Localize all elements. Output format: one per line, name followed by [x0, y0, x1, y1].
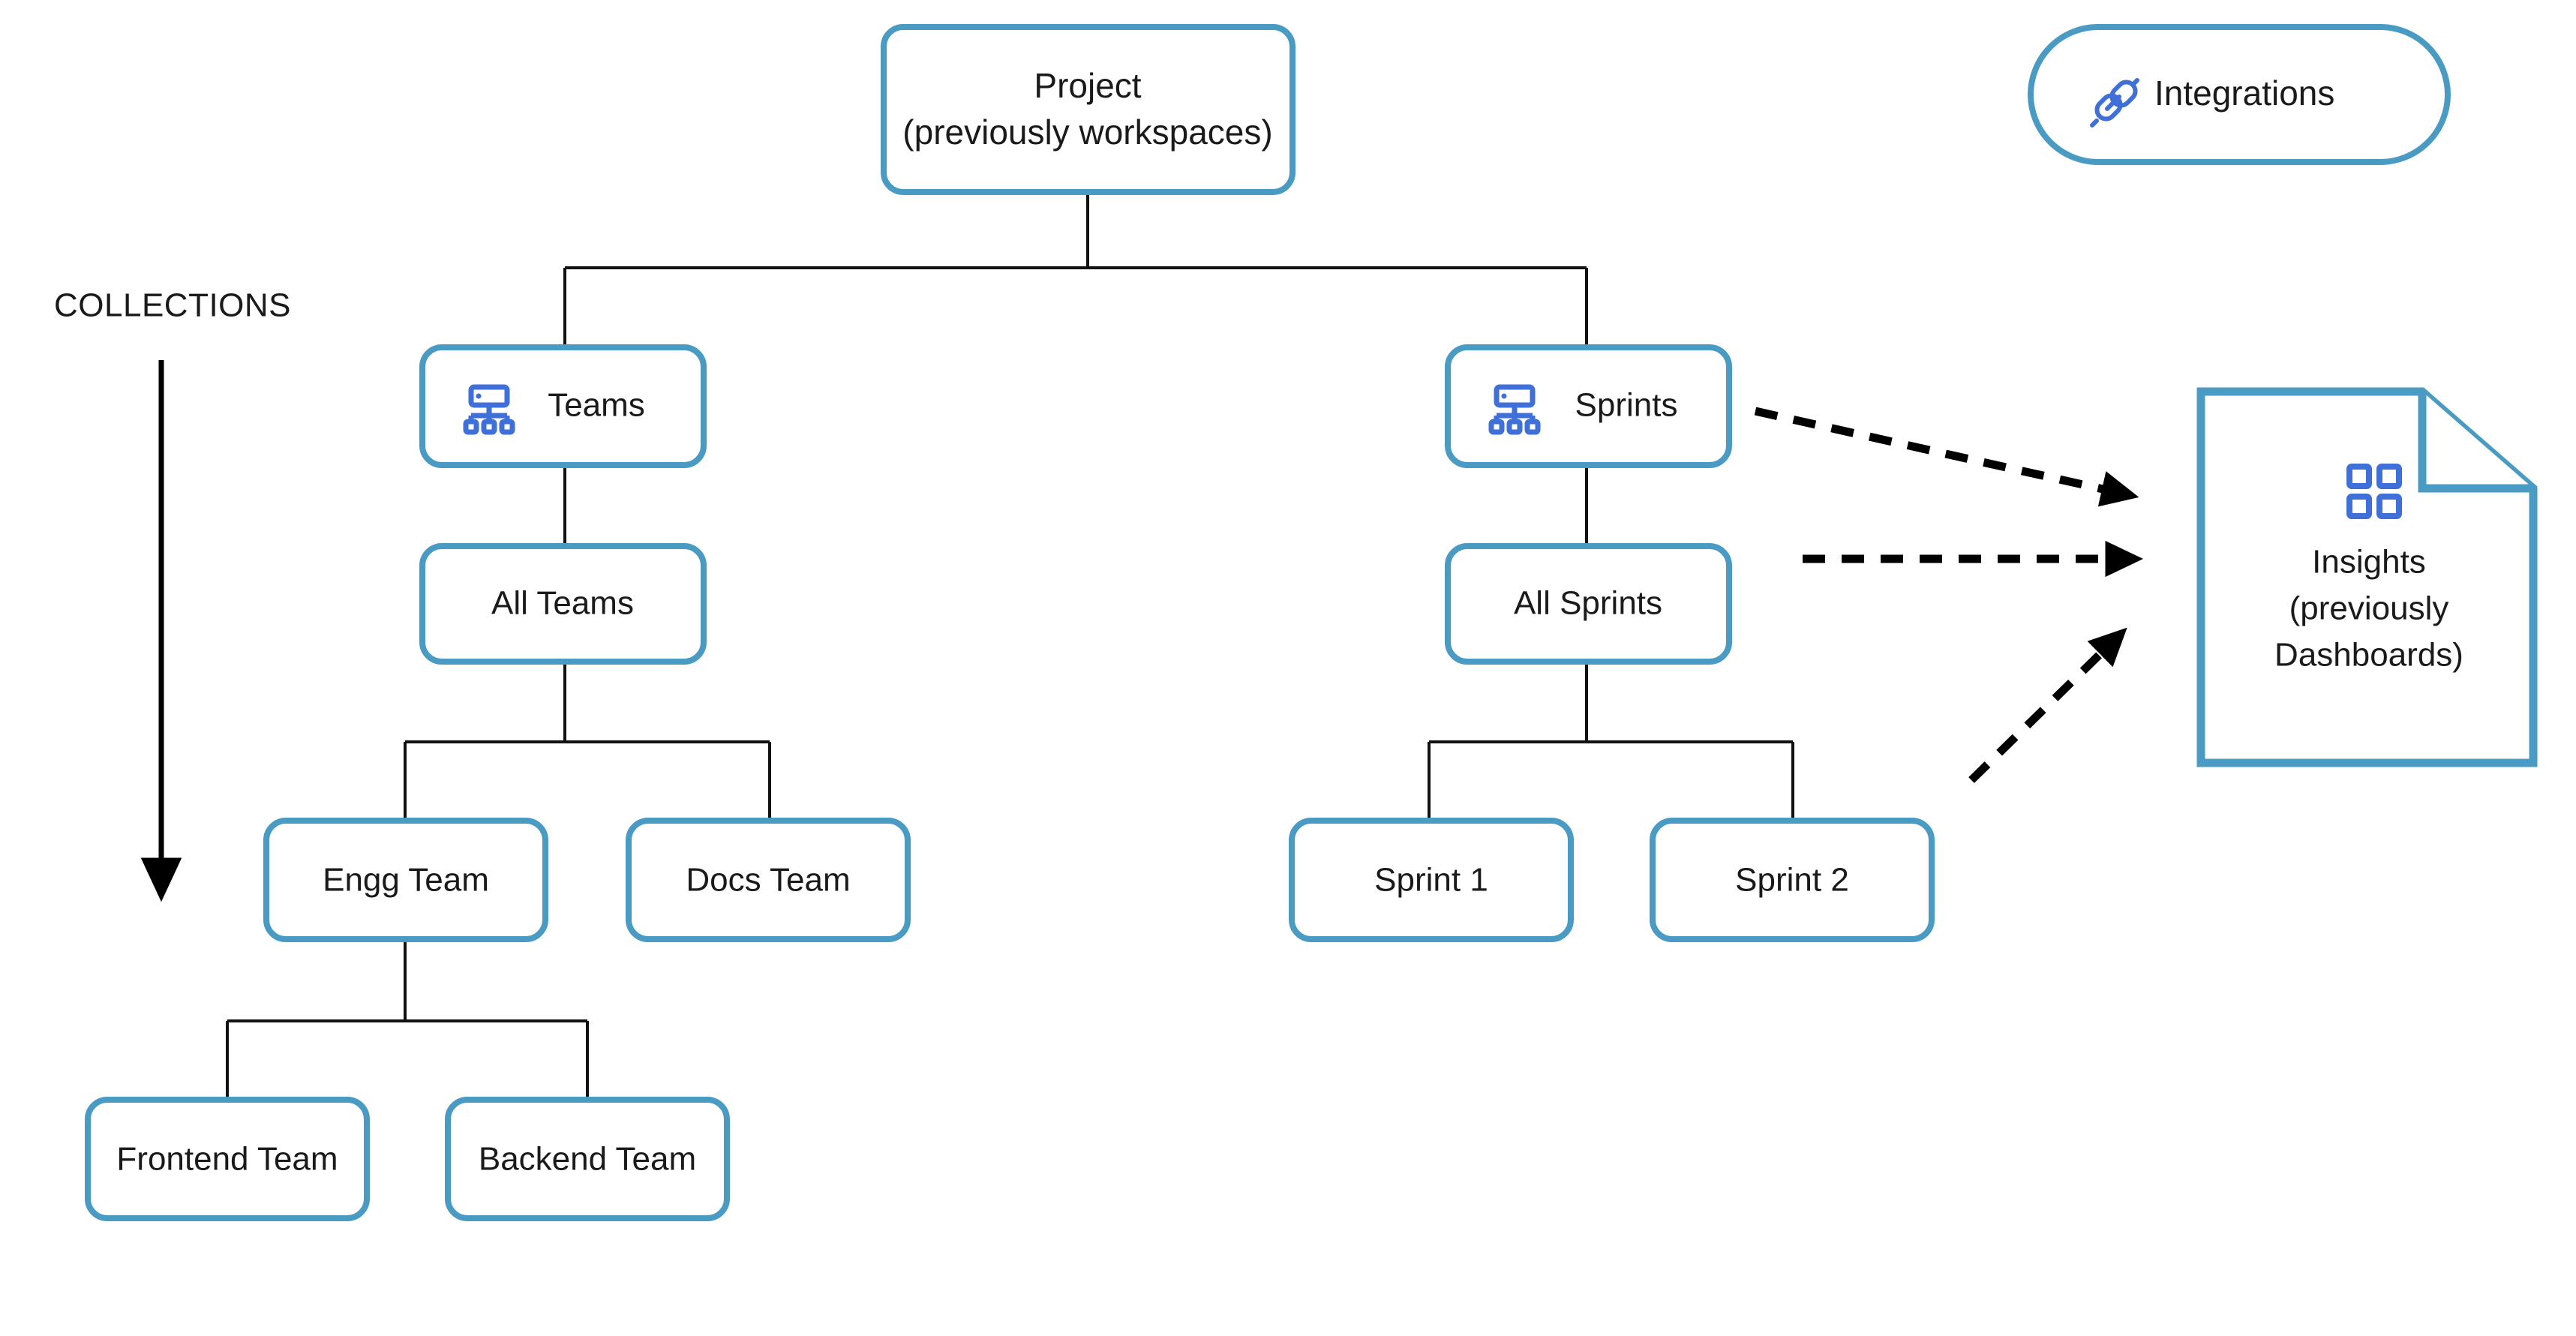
node-frontend-team-label: Frontend Team: [116, 1141, 338, 1178]
node-frontend-team[interactable]: Frontend Team: [85, 1097, 370, 1221]
node-all-teams-label: All Teams: [491, 585, 634, 622]
node-project-line1: Project: [1034, 66, 1141, 105]
insights-arrows: [1754, 407, 2144, 783]
node-docs-team[interactable]: Docs Team: [626, 818, 911, 942]
node-backend-team-box[interactable]: [445, 1097, 730, 1221]
node-insights[interactable]: Insights (previously Dashboards): [2196, 387, 2538, 767]
node-teams[interactable]: Teams: [419, 344, 707, 468]
node-engg-team-box[interactable]: [263, 818, 548, 942]
collections-label: COLLECTIONS: [54, 287, 291, 324]
node-all-teams-box[interactable]: [419, 543, 707, 665]
dashboard-grid-icon: [2346, 464, 2402, 519]
node-sprint-1-label: Sprint 1: [1374, 862, 1488, 899]
node-insights-line1: Insights: [2312, 544, 2426, 581]
node-insights-fold: [2418, 392, 2533, 493]
node-project[interactable]: Project (previously workspaces): [881, 24, 1296, 195]
plug-connector-icon: [2090, 78, 2139, 128]
arrow-sprint-items-to-insights: [1968, 627, 2127, 783]
node-sprint-1-box[interactable]: [1289, 818, 1574, 942]
node-sprints-label: Sprints: [1575, 387, 1678, 424]
arrow-sprints-to-insights: [1754, 407, 2139, 507]
node-engg-team[interactable]: Engg Team: [263, 818, 548, 942]
node-engg-team-label: Engg Team: [323, 862, 489, 899]
node-integrations-box[interactable]: [2028, 24, 2451, 165]
node-teams-label: Teams: [548, 387, 645, 424]
node-integrations[interactable]: Integrations: [2028, 24, 2451, 165]
node-all-teams[interactable]: All Teams: [419, 543, 707, 665]
node-sprint-2[interactable]: Sprint 2: [1650, 818, 1935, 942]
node-frontend-team-box[interactable]: [85, 1097, 370, 1221]
tree-connectors: [226, 192, 1794, 1100]
node-docs-team-box[interactable]: [626, 818, 911, 942]
node-all-sprints-label: All Sprints: [1514, 585, 1662, 622]
node-insights-line3: Dashboards): [2274, 637, 2463, 674]
node-all-sprints-box[interactable]: [1445, 543, 1732, 665]
node-sprint-1[interactable]: Sprint 1: [1289, 818, 1574, 942]
node-sprints-box[interactable]: [1445, 344, 1732, 468]
node-docs-team-label: Docs Team: [686, 862, 850, 899]
hierarchy-icon: [1488, 384, 1541, 435]
node-teams-box[interactable]: [419, 344, 707, 468]
node-backend-team[interactable]: Backend Team: [445, 1097, 730, 1221]
hierarchy-icon: [463, 384, 515, 435]
node-sprint-2-label: Sprint 2: [1735, 862, 1849, 899]
node-integrations-label: Integrations: [2154, 74, 2334, 113]
node-insights-line2: (previously: [2289, 590, 2449, 627]
node-all-sprints[interactable]: All Sprints: [1445, 543, 1732, 665]
node-backend-team-label: Backend Team: [479, 1141, 696, 1178]
node-project-line2: (previously workspaces): [902, 113, 1272, 152]
node-sprint-2-box[interactable]: [1650, 818, 1935, 942]
node-project-box[interactable]: [881, 24, 1296, 195]
node-sprints[interactable]: Sprints: [1445, 344, 1732, 468]
